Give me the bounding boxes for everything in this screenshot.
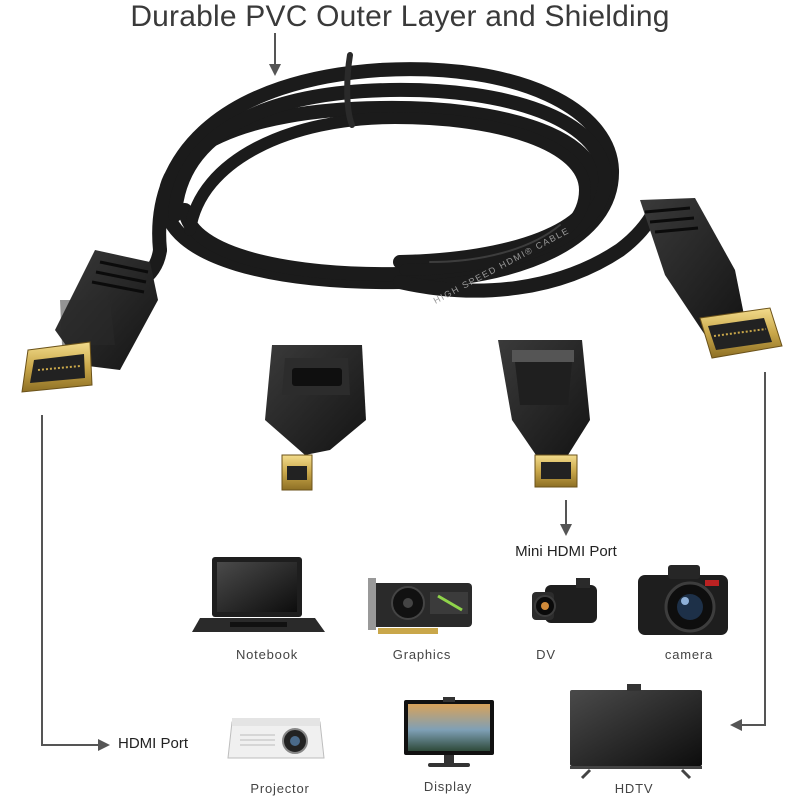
notebook-label: Notebook: [235, 647, 299, 662]
hdmi-port-label: HDMI Port: [118, 735, 189, 752]
hdtv-arrow: [740, 372, 766, 726]
hdtv-icon: [570, 684, 702, 780]
mini-hdmi-port-arrow: [560, 500, 572, 536]
graphics-card-icon: [368, 578, 472, 634]
headline-title: Durable PVC Outer Layer and Shielding: [130, 0, 670, 33]
camera-icon: [638, 565, 728, 635]
hdmi-cable-coil: [133, 52, 662, 298]
mini-hdmi-port-label: Mini HDMI Port: [515, 543, 617, 560]
projector-label: Projector: [250, 781, 310, 796]
hdmi-plug-right: [640, 198, 783, 359]
dv-camcorder-icon: [532, 578, 597, 623]
display-monitor-icon: [404, 697, 494, 767]
hdmi-port-arrow: [41, 415, 100, 746]
hdtv-label: HDTV: [614, 781, 654, 796]
display-label: Display: [423, 779, 473, 794]
micro-hdmi-adapter: [265, 345, 366, 491]
camera-label: camera: [664, 647, 714, 662]
headline-pointer-arrow: [269, 33, 281, 76]
hdmi-plug-left: [21, 250, 158, 393]
hdmi-port-arrowhead: [98, 739, 110, 751]
mini-hdmi-adapter: [498, 340, 590, 488]
hdtv-arrowhead: [730, 719, 742, 731]
dv-label: DV: [536, 647, 556, 662]
notebook-icon: [192, 557, 325, 632]
graphics-label: Graphics: [392, 647, 452, 662]
projector-icon: [227, 718, 325, 759]
